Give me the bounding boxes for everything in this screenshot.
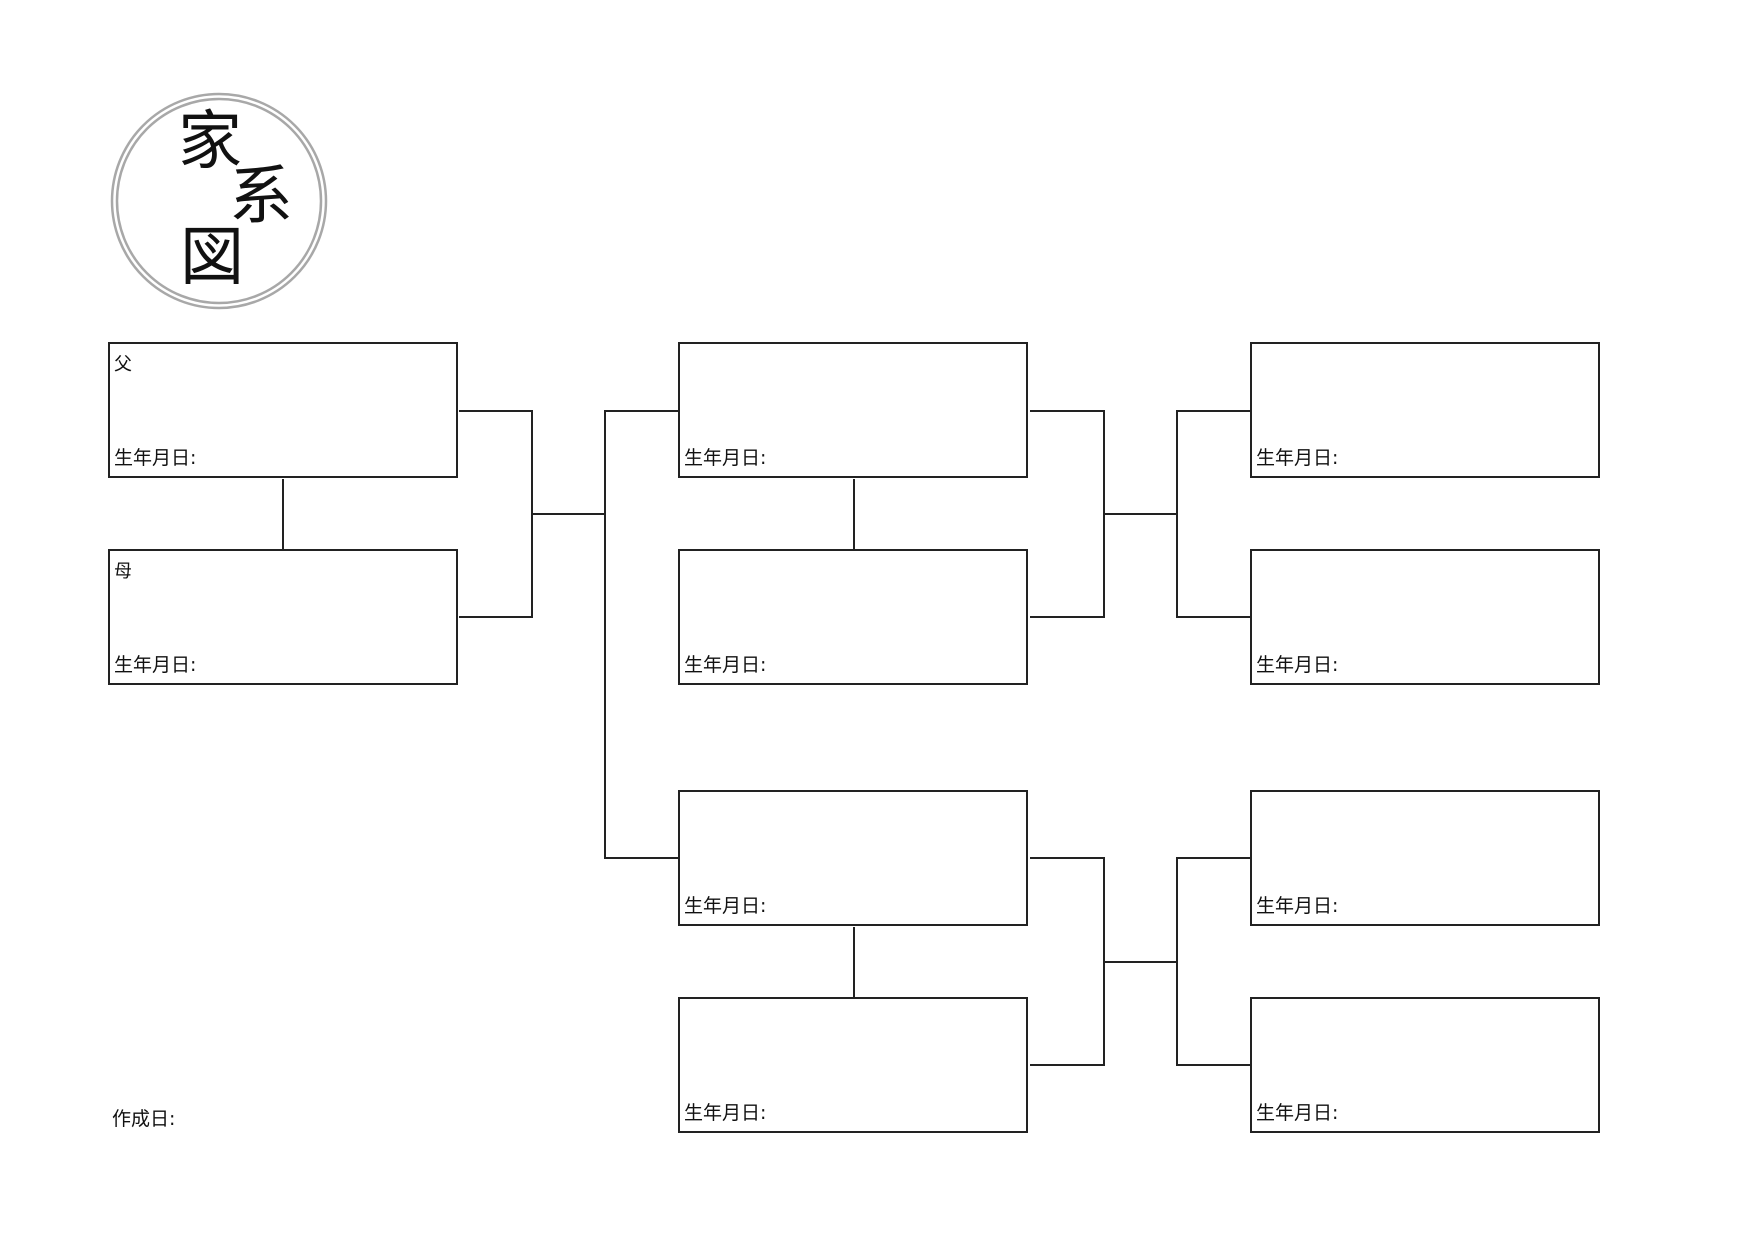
title-char-3: 図 — [180, 221, 244, 295]
title-char-2: 系 — [229, 160, 293, 234]
role-label: 父 — [114, 354, 132, 375]
dob-label: 生年月日: — [1256, 895, 1339, 917]
seal-circle — [110, 92, 328, 310]
dob-label: 生年月日: — [114, 447, 197, 469]
person-box[interactable]: 生年月日: — [678, 997, 1028, 1133]
bracket — [1030, 410, 1105, 618]
person-box[interactable]: 生年月日: — [1250, 997, 1600, 1133]
title-char-1: 家 — [178, 105, 242, 179]
dob-label: 生年月日: — [684, 654, 767, 676]
dob-label: 生年月日: — [684, 895, 767, 917]
person-box[interactable]: 生年月日: — [678, 790, 1028, 926]
bracket — [1176, 857, 1250, 1066]
person-box-father[interactable]: 父 生年月日: — [108, 342, 458, 478]
bracket — [1176, 410, 1250, 618]
person-box[interactable]: 生年月日: — [1250, 342, 1600, 478]
role-label: 母 — [114, 561, 132, 582]
person-box-mother[interactable]: 母 生年月日: — [108, 549, 458, 685]
bracket — [1030, 857, 1105, 1066]
person-box[interactable]: 生年月日: — [678, 342, 1028, 478]
dob-label: 生年月日: — [684, 1102, 767, 1124]
dob-label: 生年月日: — [1256, 1102, 1339, 1124]
dob-label: 生年月日: — [684, 447, 767, 469]
created-date-label: 作成日: — [112, 1108, 176, 1130]
dob-label: 生年月日: — [114, 654, 197, 676]
title-seal: 家 系 図 — [109, 91, 329, 311]
bracket-parents — [459, 410, 533, 618]
dob-label: 生年月日: — [1256, 447, 1339, 469]
dob-label: 生年月日: — [1256, 654, 1339, 676]
person-box[interactable]: 生年月日: — [1250, 790, 1600, 926]
bracket-grandparents — [604, 410, 678, 859]
person-box[interactable]: 生年月日: — [1250, 549, 1600, 685]
person-box[interactable]: 生年月日: — [678, 549, 1028, 685]
